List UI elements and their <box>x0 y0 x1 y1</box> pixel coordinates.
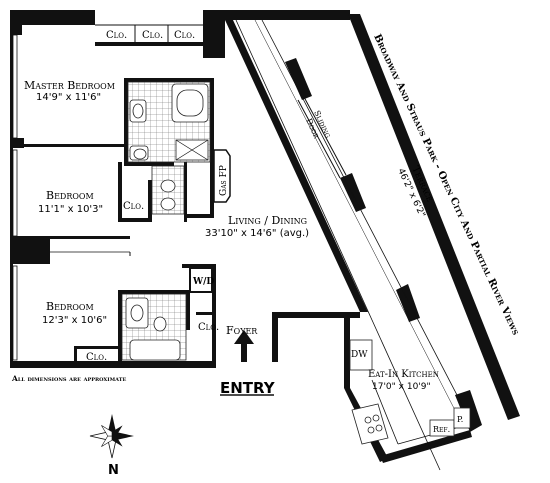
kitchen-fixtures <box>349 339 471 445</box>
closet-label-1: Clo. <box>106 30 127 41</box>
dishwasher-label: DW <box>351 350 368 360</box>
dims-note: All dimensions are approximate <box>11 374 127 383</box>
master-bath <box>127 81 211 163</box>
kitchen-dims: 17'0" x 10'9" <box>372 382 431 392</box>
compass-rose <box>89 414 134 459</box>
closet-label-bedroom-two: Clo. <box>123 201 144 212</box>
left-windows <box>12 34 18 361</box>
entry-arrow <box>234 330 254 362</box>
refrigerator-label: Ref. <box>433 425 450 434</box>
closet-label-3: Clo. <box>174 30 195 41</box>
washer-dryer-label: W/D <box>192 277 214 287</box>
bedroom-three-dims: 12'3" x 10'6" <box>42 315 107 326</box>
washer-dryer-box <box>189 267 213 293</box>
kitchen-name: Eat-In Kitchen <box>368 369 439 380</box>
living-dining-dims: 33'10" x 14'6" (avg.) <box>205 228 309 239</box>
bath-three <box>121 293 187 361</box>
compass-north-label: N <box>108 463 119 478</box>
top-closets <box>95 24 203 42</box>
bedroom-three-name: Bedroom <box>46 300 94 313</box>
closet-label-2: Clo. <box>142 30 163 41</box>
gas-fireplace-label: Gas FP <box>219 165 229 196</box>
exterior-walls <box>10 10 520 463</box>
bedroom-two-name: Bedroom <box>46 189 94 202</box>
master-bedroom-name: Master Bedroom <box>24 79 115 92</box>
door-swings <box>50 251 131 256</box>
closet-label-bottom: Clo. <box>86 352 107 363</box>
foyer-name: Foyer <box>226 324 258 337</box>
living-dining-name: Living / Dining <box>228 214 307 227</box>
entry-label: ENTRY <box>220 379 276 397</box>
pantry-label: P. <box>457 415 463 424</box>
sliding-door <box>297 96 347 179</box>
master-bedroom-dims: 14'9" x 11'6" <box>36 92 101 103</box>
closet-label-bath-three: Clo. <box>198 322 219 333</box>
gas-fireplace <box>213 149 231 203</box>
powder-room <box>151 165 185 215</box>
bedroom-two-dims: 11'1" x 10'3" <box>38 204 103 215</box>
